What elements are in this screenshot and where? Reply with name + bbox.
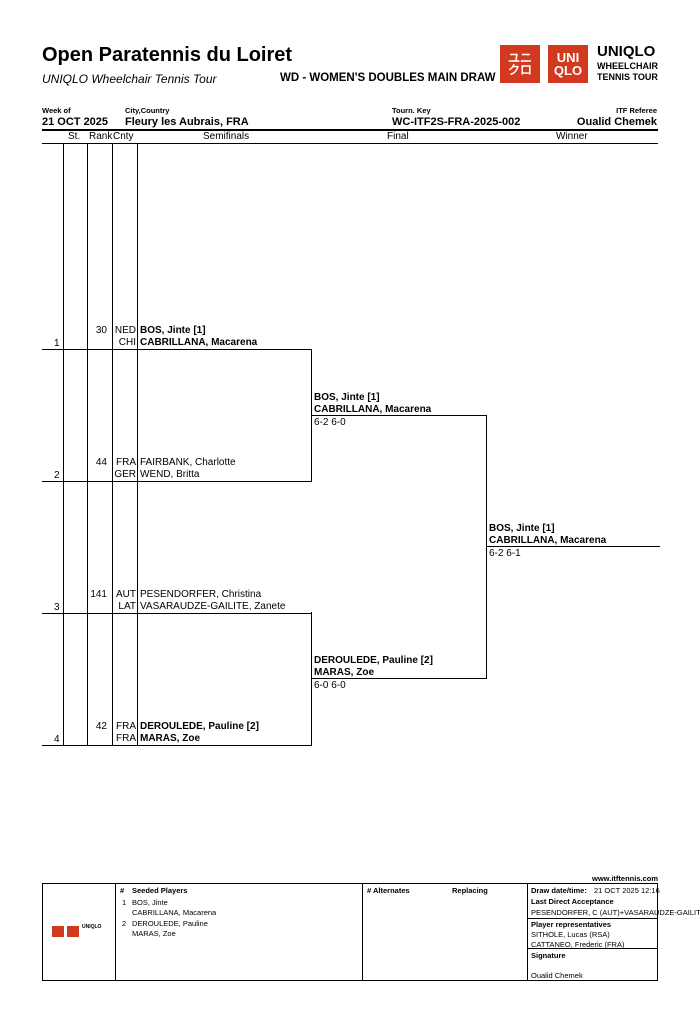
alternates-title: # Alternates: [367, 886, 410, 895]
logo-line2: WHEELCHAIR: [597, 61, 658, 71]
footer-divider: [527, 883, 528, 980]
player-name: BOS, Jinte [1]: [314, 392, 380, 403]
header-divider: [42, 129, 658, 131]
player-name: BOS, Jinte [1]: [489, 523, 555, 534]
grid-line: [112, 143, 113, 745]
tournament-title: Open Paratennis du Loiret: [42, 44, 293, 66]
seed-player: CABRILLANA, Macarena: [132, 908, 217, 917]
draw-position: 1: [54, 338, 60, 349]
player-name: DEROULEDE, Pauline [2]: [314, 655, 433, 666]
col-cnty: Cnty: [113, 131, 134, 142]
bracket-line: [486, 415, 487, 679]
logo-mark-katakana: ユニクロ: [500, 45, 540, 83]
country: AUT: [116, 589, 136, 600]
key-value: WC-ITF2S-FRA-2025-002: [392, 116, 521, 128]
entry-line: [42, 349, 312, 350]
country: FRA: [116, 457, 136, 468]
lda-value: PESENDORFER, C (AUT)+VASARAUDZE-GAILITE,…: [531, 908, 700, 917]
entry-line: [42, 481, 312, 482]
logo-mark-latin: [67, 926, 79, 937]
rank: 44: [95, 457, 107, 468]
signature-label: Signature: [531, 951, 566, 960]
rank: 42: [95, 721, 107, 732]
seeded-players-title: Seeded Players: [132, 886, 188, 895]
seed-number: 1: [122, 898, 127, 907]
player-name: MARAS, Zoe: [140, 733, 200, 744]
player-rep: SITHOLE, Lucas (RSA): [531, 930, 610, 939]
player-name: DEROULEDE, Pauline [2]: [140, 721, 259, 732]
draw-position: 2: [54, 470, 60, 481]
bracket-line: [486, 546, 660, 547]
grid-line: [63, 143, 64, 745]
player-name: CABRILLANA, Macarena: [140, 337, 258, 348]
player-name: PESENDORFER, Christina: [140, 589, 262, 600]
referee-value: Oualid Chemek: [576, 116, 657, 128]
grid-line: [87, 143, 88, 745]
footer-divider: [115, 883, 116, 980]
seed-player: DEROULEDE, Pauline: [132, 919, 208, 928]
draw-date-value: 21 OCT 2025 12:16: [594, 886, 660, 895]
referee-label: ITF Referee: [616, 106, 657, 115]
logo-mark-katakana: [52, 926, 64, 937]
bracket-line: [311, 415, 486, 416]
country: FRA: [116, 721, 136, 732]
tour-subtitle: UNIQLO Wheelchair Tennis Tour: [42, 72, 217, 86]
rank: 141: [90, 589, 107, 600]
player-name: MARAS, Zoe: [314, 667, 374, 678]
player-reps-label: Player representatives: [531, 920, 612, 929]
signature-value: Oualid Chemek: [531, 971, 583, 980]
entry-line: [42, 745, 312, 746]
column-divider: [42, 143, 658, 144]
entry-line: [42, 613, 312, 614]
seed-player: BOS, Jinte: [132, 898, 168, 907]
seed-player: MARAS, Zoe: [132, 929, 176, 938]
col-semifinals: Semifinals: [203, 131, 250, 142]
replacing-title: Replacing: [452, 886, 488, 895]
lda-label: Last Direct Acceptance: [531, 897, 614, 906]
week-value: 21 OCT 2025: [42, 116, 109, 128]
country: LAT: [118, 601, 136, 612]
country: FRA: [116, 733, 136, 744]
player-name: CABRILLANA, Macarena: [489, 535, 607, 546]
country: NED: [114, 325, 136, 336]
country: GER: [114, 469, 136, 480]
seed-hash: #: [120, 886, 125, 895]
draw-position: 3: [54, 602, 60, 613]
event-name: WD - WOMEN'S DOUBLES MAIN DRAW: [280, 72, 496, 84]
bracket-line: [311, 678, 486, 679]
footer-divider: [362, 883, 363, 980]
player-name: WEND, Britta: [140, 469, 200, 480]
col-final: Final: [387, 131, 409, 142]
player-rep: CATTANEO, Frederic (FRA): [531, 940, 625, 949]
grid-line: [137, 143, 138, 745]
logo-brand: UNIQLO: [597, 43, 656, 60]
country: CHI: [118, 337, 136, 348]
footer-divider: [527, 948, 657, 949]
city-value: Fleury les Aubrais, FRA: [125, 116, 249, 128]
draw-date-label: Draw date/time:: [531, 886, 587, 895]
week-label: Week of: [42, 106, 71, 115]
logo-line3: TENNIS TOUR: [597, 72, 658, 82]
website: www.itftennis.com: [592, 874, 658, 883]
logo-brand: UNIQLO: [82, 924, 102, 930]
seed-number: 2: [122, 919, 127, 928]
player-name: FAIRBANK, Charlotte: [140, 457, 236, 468]
player-name: VASARAUDZE-GAILITE, Zanete: [140, 601, 286, 612]
match-score: 6-0 6-0: [314, 680, 346, 691]
col-winner: Winner: [556, 131, 588, 142]
draw-position: 4: [54, 734, 60, 745]
rank: 30: [95, 325, 107, 336]
match-score: 6-2 6-0: [314, 417, 346, 428]
city-label: City,Country: [125, 106, 170, 115]
match-score: 6-2 6-1: [489, 548, 521, 559]
key-label: Tourn. Key: [392, 106, 431, 115]
footer-box: [42, 883, 658, 981]
col-rank: Rank: [89, 131, 113, 142]
player-name: CABRILLANA, Macarena: [314, 404, 432, 415]
col-st: St.: [68, 131, 81, 142]
footer-divider: [527, 918, 657, 919]
player-name: BOS, Jinte [1]: [140, 325, 206, 336]
